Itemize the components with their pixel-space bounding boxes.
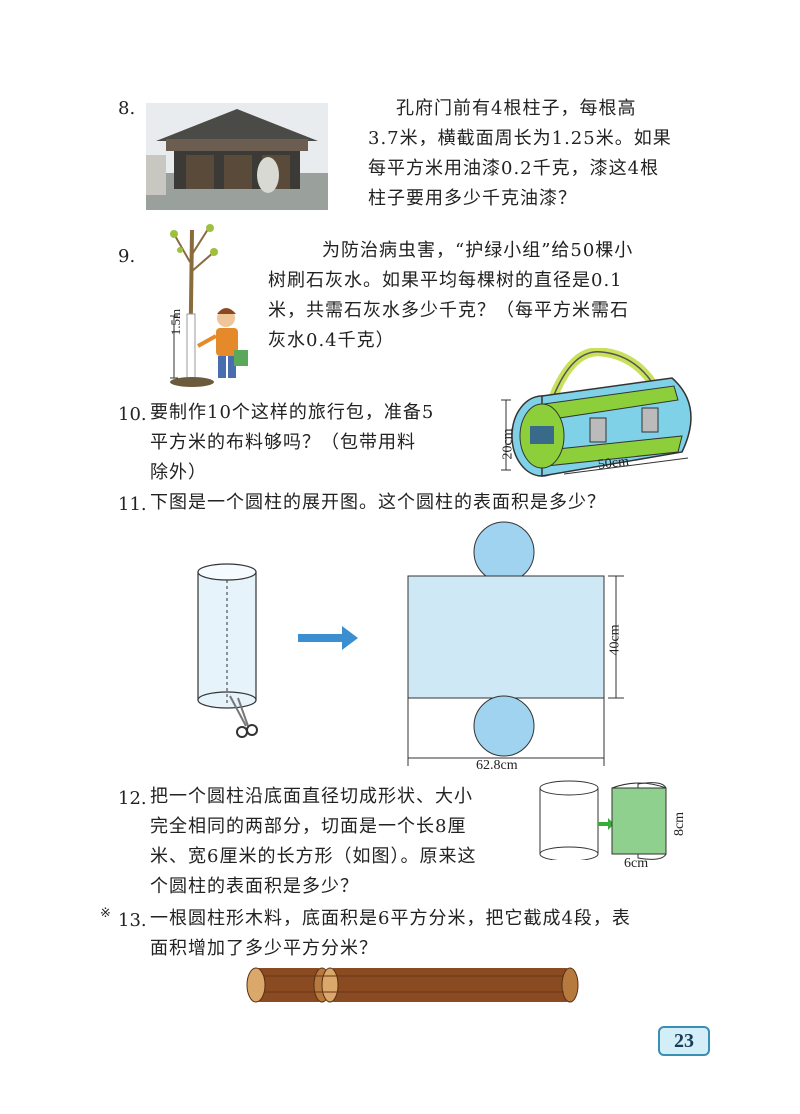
text-line: 3.7米，横截面周长为1.25米。如果 xyxy=(368,128,672,149)
cut-width-label: 6cm xyxy=(624,856,649,871)
text-line: 完全相同的两部分，切面是一个长8厘 xyxy=(150,816,467,837)
cut-height-label: 8cm xyxy=(672,811,688,837)
net-width-label: 62.8cm xyxy=(476,758,518,773)
problem-8-number: 8. xyxy=(118,98,136,119)
text-line: 个圆柱的表面积是多少？ xyxy=(150,876,359,897)
text-line: 为防治病虫害，“护绿小组”给50棵小 xyxy=(322,240,634,261)
text-line: 要制作10个这样的旅行包，准备5 xyxy=(150,402,435,423)
text-line: 米，共需石灰水多少千克？（每平方米需石 xyxy=(268,300,629,321)
tree-height-label: 1.5m xyxy=(168,308,184,336)
cut-cylinder-diagram xyxy=(539,780,667,860)
text-line: 下图是一个圆柱的展开图。这个圆柱的表面积是多少？ xyxy=(150,492,606,513)
problem-9-text: 为防治病虫害，“护绿小组”给50棵小 树刷石灰水。如果平均每棵树的直径是0.1 … xyxy=(268,236,708,356)
net-height-label: 40cm xyxy=(607,624,623,656)
tree-painting-illustration xyxy=(170,224,248,387)
log-illustration xyxy=(246,967,579,1003)
optional-marker: ※ xyxy=(100,906,111,921)
problem-11-text: 下图是一个圆柱的展开图。这个圆柱的表面积是多少？ xyxy=(150,488,710,518)
problem-8-text: 孔府门前有4根柱子，每根高 3.7米，横截面周长为1.25米。如果 每平方米用油… xyxy=(368,94,698,214)
confucius-mansion-photo xyxy=(146,103,328,210)
text-line: 除外） xyxy=(150,462,207,483)
travel-bag-illustration xyxy=(501,348,692,477)
problem-13-text: 一根圆柱形木料，底面积是6平方分米，把它截成4段，表 面积增加了多少平方分米？ xyxy=(150,904,720,964)
text-line: 米、宽6厘米的长方形（如图）。原来这 xyxy=(150,846,477,867)
text-line: 一根圆柱形木料，底面积是6平方分米，把它截成4段，表 xyxy=(150,908,631,929)
text-line: 平方米的布料够吗？（包带用料 xyxy=(150,432,416,453)
bag-height-label: 20cm xyxy=(500,428,516,460)
text-line: 孔府门前有4根柱子，每根高 xyxy=(396,98,637,119)
problem-13-number: 13. xyxy=(118,910,147,931)
problem-10-text: 要制作10个这样的旅行包，准备5 平方米的布料够吗？（包带用料 除外） xyxy=(150,398,480,488)
text-line: 把一个圆柱沿底面直径切成形状、大小 xyxy=(150,786,473,807)
cylinder-net-diagram xyxy=(197,521,624,766)
problem-9-number: 9. xyxy=(118,246,136,267)
problem-12-number: 12. xyxy=(118,788,147,809)
problem-10-number: 10. xyxy=(118,404,147,425)
problem-12-text: 把一个圆柱沿底面直径切成形状、大小 完全相同的两部分，切面是一个长8厘 米、宽6… xyxy=(150,782,540,902)
text-line: 面积增加了多少平方分米？ xyxy=(150,938,378,959)
text-line: 灰水0.4千克） xyxy=(268,330,395,351)
problem-11-number: 11. xyxy=(118,494,147,515)
text-line: 树刷石灰水。如果平均每棵树的直径是0.1 xyxy=(268,270,623,291)
text-line: 柱子要用多少千克油漆？ xyxy=(368,188,577,209)
page-number: 23 xyxy=(658,1026,710,1056)
text-line: 每平方米用油漆0.2千克，漆这4根 xyxy=(368,158,660,179)
